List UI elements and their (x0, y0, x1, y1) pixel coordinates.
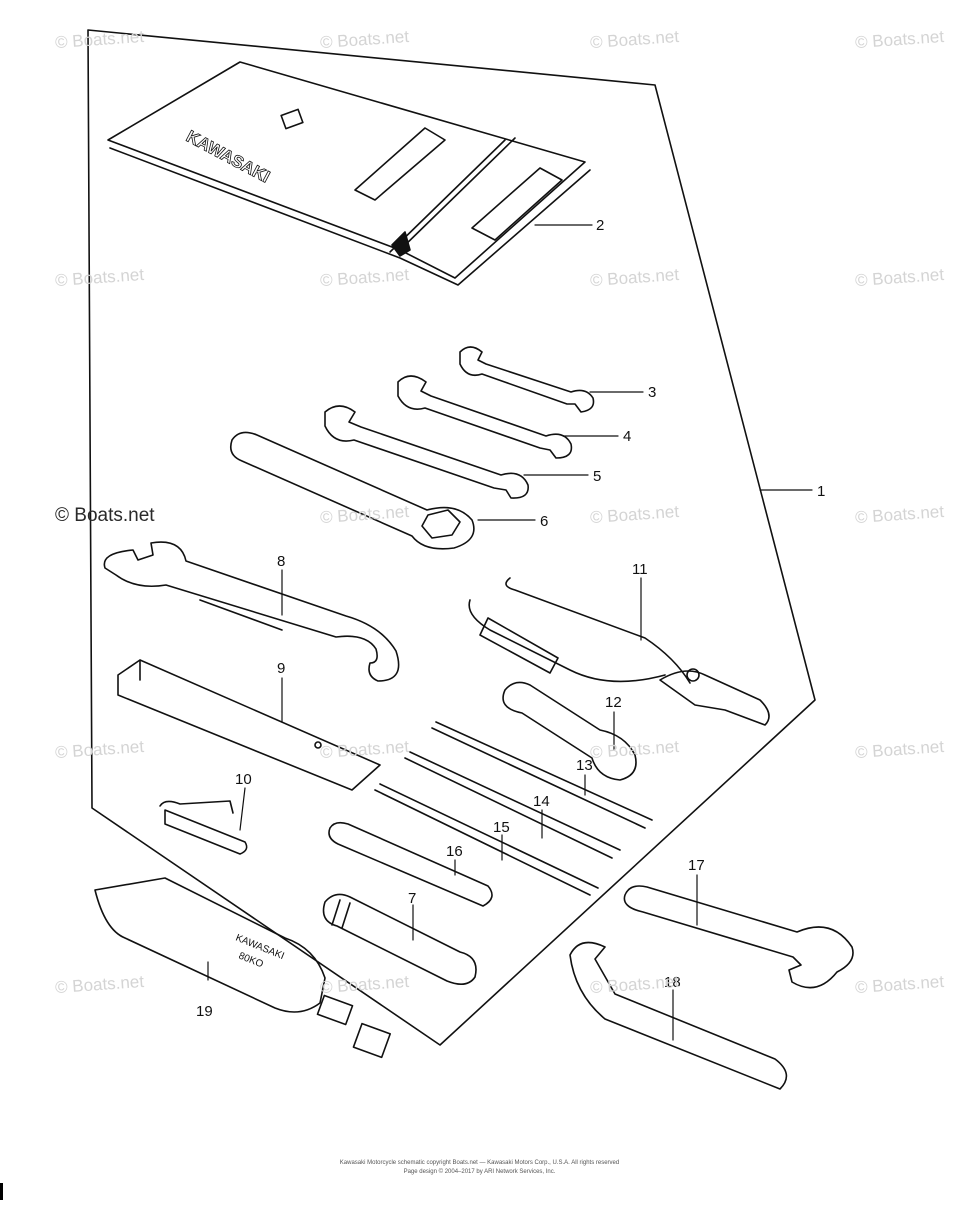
hook-spanner-8 (103, 541, 400, 682)
callout-4: 4 (623, 428, 631, 445)
hex-key-10 (159, 800, 248, 855)
box-wrench-6 (229, 431, 475, 550)
grease-gun-19 (94, 877, 391, 1059)
callout-6: 6 (540, 513, 548, 530)
tool-pouch (107, 61, 591, 286)
callout-9: 9 (277, 660, 285, 677)
callout-7: 7 (408, 890, 416, 907)
screwdriver-handle-12 (502, 681, 637, 781)
kit-outline (87, 29, 816, 1046)
callout-10: 10 (235, 771, 252, 788)
wrench-4 (397, 375, 573, 459)
wrench-3 (459, 346, 595, 413)
callout-1: 1 (817, 483, 825, 500)
callout-8: 8 (277, 553, 285, 570)
callout-18: 18 (664, 974, 681, 991)
open-wrench-17 (623, 885, 854, 989)
driver-15 (374, 783, 599, 896)
callout-17: 17 (688, 857, 705, 874)
plug-socket-7 (322, 893, 477, 985)
callout-12: 12 (605, 694, 622, 711)
pouch-logo: KAWASAKI (183, 127, 273, 187)
driver-13 (431, 721, 653, 829)
copyright-footer-line-1: Kawasaki Motorcycle schematic copyright … (339, 1160, 620, 1166)
callout-3: 3 (648, 384, 656, 401)
callout-14: 14 (533, 793, 550, 810)
hook-spanner-18 (569, 941, 788, 1090)
wrench-5 (324, 405, 529, 499)
callout-11: 11 (632, 561, 648, 578)
callout-15: 15 (493, 819, 510, 836)
watermark-emphasized: © Boats.net (55, 505, 155, 526)
callout-5: 5 (593, 468, 601, 485)
driver-14 (404, 751, 621, 859)
callout-16: 16 (446, 843, 463, 860)
leader-lines (207, 224, 813, 1041)
pliers-11 (468, 577, 770, 726)
copyright-footer-line-2: Page design © 2004–2017 by ARI Network S… (403, 1169, 556, 1175)
flat-spanner-16 (328, 821, 493, 907)
page-edge-mark (0, 1183, 3, 1200)
callout-numbers: 1 2 3 4 5 6 7 8 9 10 11 12 13 14 15 16 1… (196, 217, 825, 1020)
callout-2: 2 (596, 217, 604, 234)
callout-19: 19 (196, 1003, 213, 1020)
callout-13: 13 (576, 757, 593, 774)
handle-bar-9 (117, 659, 381, 791)
